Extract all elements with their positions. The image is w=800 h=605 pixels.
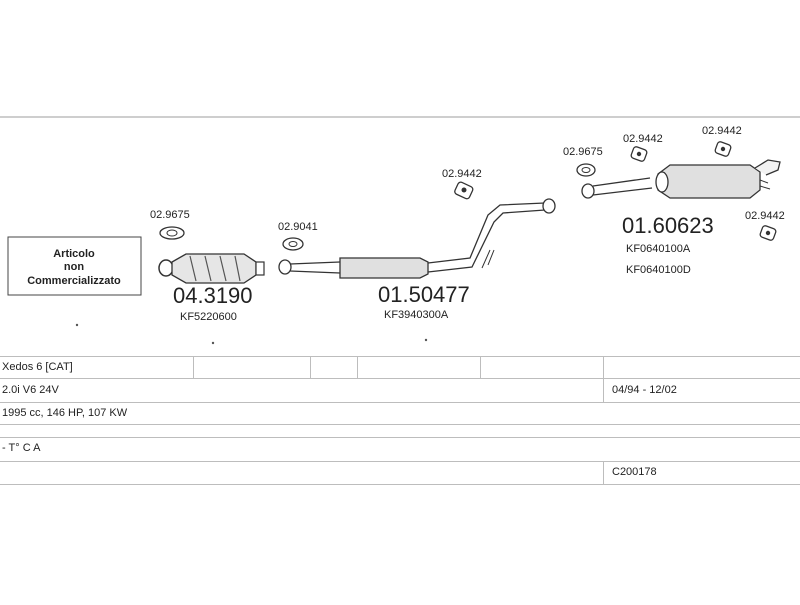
table-divider <box>0 484 800 485</box>
hanger-rear-2-icon <box>714 141 732 157</box>
dot-marker <box>424 338 428 342</box>
vehicle-specs: 1995 cc, 146 HP, 107 KW <box>2 407 128 419</box>
hanger-rear-2-label: 02.9442 <box>702 125 742 137</box>
table-col-divider <box>193 356 194 378</box>
table-row: C200178 <box>0 461 800 483</box>
table-divider <box>0 356 800 357</box>
hanger-mid-icon <box>454 181 474 200</box>
hanger-mid-label: 02.9442 <box>442 168 482 180</box>
mid-silencer-oem: KF3940300A <box>384 309 449 321</box>
catalyst-icon <box>158 253 265 284</box>
rear-silencer-oem-1: KF0640100A <box>626 243 691 255</box>
table-col-divider <box>310 356 311 378</box>
table-col-divider <box>603 461 604 484</box>
mid-silencer-number: 01.50477 <box>378 282 470 307</box>
table-row: 1995 cc, 146 HP, 107 KW <box>0 402 800 424</box>
gasket-mid-icon <box>282 237 304 251</box>
vehicle-years: 04/94 - 12/02 <box>612 384 677 396</box>
clamp-rear-label: 02.9675 <box>563 146 603 158</box>
gasket-mid-label: 02.9041 <box>278 221 318 233</box>
vehicle-code: C200178 <box>612 466 657 478</box>
table-row: 2.0i V6 24V 04/94 - 12/02 <box>0 379 800 401</box>
catalyst-number: 04.3190 <box>173 283 253 308</box>
table-divider <box>0 378 800 379</box>
not-sold-line2: non <box>64 261 84 273</box>
vehicle-model: Xedos 6 [CAT] <box>2 361 73 373</box>
table-row: Xedos 6 [CAT] <box>0 356 800 378</box>
clamp-left-icon <box>159 226 185 240</box>
table-col-divider <box>480 356 481 378</box>
rear-silencer-oem-2: KF0640100D <box>626 264 691 276</box>
catalyst-oem: KF5220600 <box>180 311 237 323</box>
dot-marker <box>75 323 79 327</box>
dot-marker <box>211 341 215 345</box>
table-divider <box>0 402 800 403</box>
rear-silencer-number: 01.60623 <box>622 213 714 238</box>
clamp-left-label: 02.9675 <box>150 209 190 221</box>
hanger-rear-1-icon <box>630 146 648 162</box>
mid-silencer-icon <box>278 198 556 279</box>
vehicle-engine: 2.0i V6 24V <box>2 384 59 396</box>
table-divider <box>0 461 800 462</box>
vehicle-note: - T° C A <box>2 442 41 454</box>
rear-silencer-icon <box>581 159 781 199</box>
hanger-rear-3-label: 02.9442 <box>745 210 785 222</box>
table-col-divider <box>603 378 604 402</box>
table-col-divider <box>603 356 604 378</box>
hanger-rear-3-icon <box>759 225 777 241</box>
clamp-rear-icon <box>576 163 596 177</box>
table-col-divider <box>357 356 358 378</box>
hanger-rear-1-label: 02.9442 <box>623 133 663 145</box>
table-row: - T° C A <box>0 437 800 459</box>
not-sold-line3: Commercializzato <box>27 275 121 287</box>
not-sold-box: Articolo non Commercializzato <box>7 236 142 296</box>
table-divider <box>0 437 800 438</box>
not-sold-line1: Articolo <box>53 248 95 260</box>
table-divider <box>0 424 800 425</box>
